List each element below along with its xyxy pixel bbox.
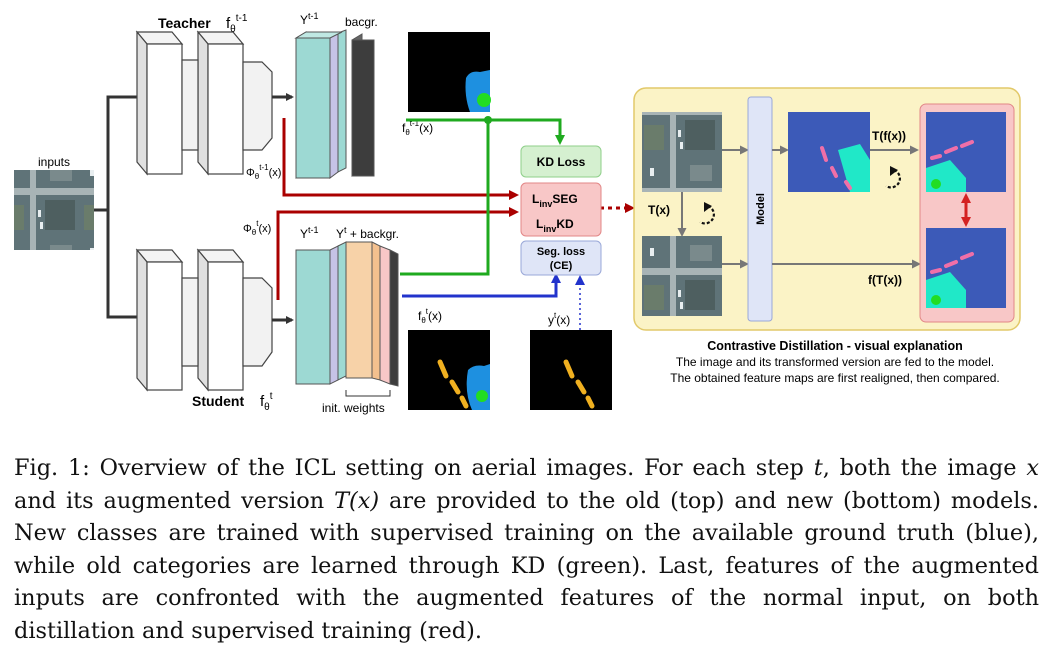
teacher-network: [135, 30, 273, 176]
svg-text:(CE): (CE): [550, 260, 573, 272]
inputs-label: inputs: [38, 155, 70, 169]
svg-text:LinvSEG: LinvSEG: [532, 192, 578, 209]
linv-loss-box: LinvSEG LinvKD: [520, 182, 602, 237]
input-aerial-image: [14, 170, 94, 250]
teacher-bg-label: bacgr.: [345, 15, 378, 29]
caption-prefix: Fig. 1: Overview of the ICL setting on a…: [14, 455, 814, 481]
panel-line-2: The obtained feature maps are first real…: [670, 371, 1000, 385]
caption-part-2: , both the image: [822, 455, 1027, 481]
feature-map-tfx: [926, 112, 1006, 192]
caption-var-t: t: [813, 455, 823, 481]
student-segmap: [408, 330, 490, 410]
tx-label: T(x): [648, 203, 670, 217]
caption-var-tx: T(x): [334, 487, 380, 514]
svg-text:Seg. loss: Seg. loss: [537, 246, 585, 258]
teacher-f-output: fθt-1(x): [402, 119, 433, 137]
tfx-label: T(f(x)): [872, 129, 906, 143]
student-y1-label: Yt-1: [300, 225, 319, 241]
caption-part-4: are provided to the old (top) and new (b…: [14, 487, 1040, 644]
phi-teacher-label: Φθt-1(x): [246, 163, 281, 181]
feature-map-ftx: [926, 228, 1006, 308]
model-label: Model: [755, 193, 767, 225]
model-block: [747, 96, 773, 322]
blue-seg-arrow: [402, 273, 561, 298]
student-output-stack: [295, 241, 399, 387]
net-output-arrows: [272, 93, 294, 324]
feature-map-fx: [788, 112, 870, 192]
rotate-icon-left: [699, 204, 715, 225]
seg-loss-box: Seg. loss (CE): [520, 240, 602, 276]
red-feature-arrows: [276, 118, 519, 300]
teacher-label: Teacher: [158, 15, 211, 31]
caption-part-3: and its augmented version: [14, 487, 335, 514]
panel-line-1: The image and its transformed version ar…: [676, 355, 994, 369]
teacher-output-stack: [294, 29, 375, 179]
init-weights-label: init. weights: [322, 401, 385, 415]
input-branch-lines: [94, 93, 152, 321]
svg-text:LinvKD: LinvKD: [536, 217, 574, 234]
ground-truth-segmap: [530, 330, 612, 410]
panel-title: Contrastive Distillation - visual explan…: [707, 339, 963, 353]
ground-truth-label: yt(x): [548, 311, 570, 327]
panel-transformed-image: [642, 236, 722, 316]
caption-var-x: x: [1026, 455, 1039, 481]
teacher-y-label: Yt-1: [300, 11, 319, 27]
figure-diagram: inputs Teacher fθt-1 Student fθt: [14, 11, 1021, 415]
student-function: fθt: [260, 391, 273, 413]
contrastive-panel: T(x) Model T(f(x)) f(T(x)): [633, 87, 1021, 331]
green-kd-arrows: [400, 118, 565, 276]
kd-loss-box: KD Loss: [520, 145, 602, 178]
svg-text:KD Loss: KD Loss: [537, 155, 586, 169]
student-y2-label: Yt + backgr.: [336, 225, 399, 241]
green-junction: [484, 116, 492, 124]
init-weights-bracket: [345, 390, 391, 397]
phi-student-label: Φθt(x): [243, 219, 271, 237]
teacher-function: fθt-1: [226, 13, 248, 35]
student-network: [135, 248, 273, 392]
student-f-output: fθt(x): [418, 307, 442, 325]
teacher-segmap: [408, 32, 491, 112]
ftx-label: f(T(x)): [868, 273, 902, 287]
student-label: Student: [192, 393, 244, 409]
rotate-icon-right: [885, 168, 901, 189]
panel-input-image: [642, 112, 722, 192]
figure-caption: Fig. 1: Overview of the ICL setting on a…: [14, 452, 1039, 648]
